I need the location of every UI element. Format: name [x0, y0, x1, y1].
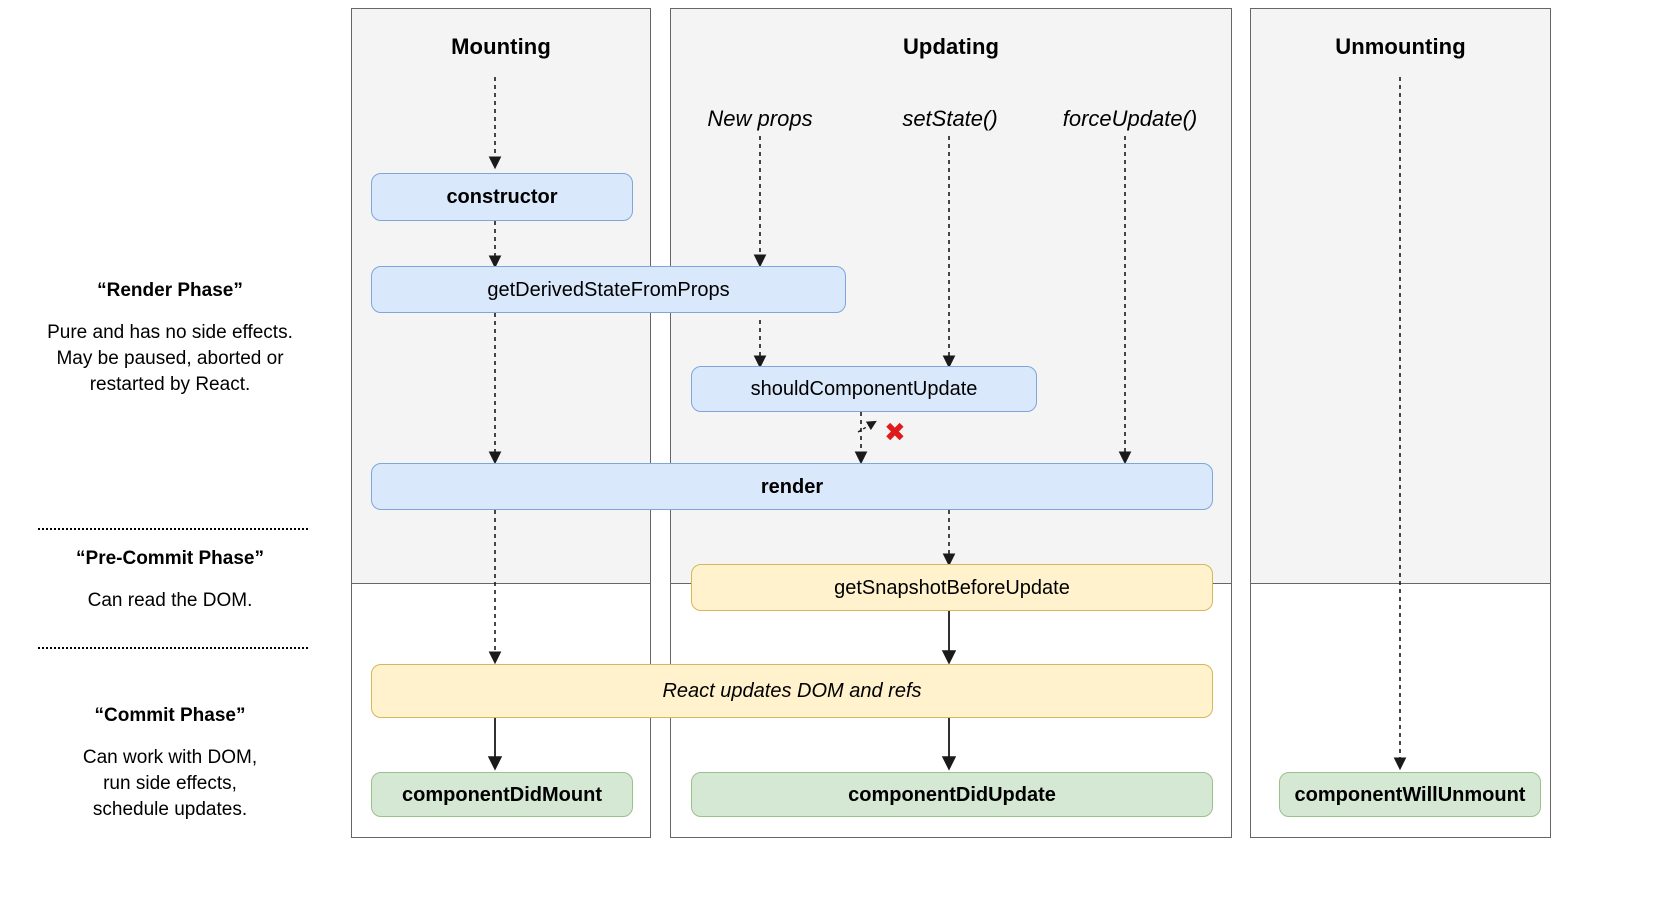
lane-unmounting — [1250, 8, 1551, 838]
skip-update-x-icon: ✖ — [884, 418, 906, 448]
phase-name-pre-commit: “Pre-Commit Phase” — [76, 548, 264, 569]
phase-block-pre-commit: “Pre-Commit Phase” Can read the DOM. — [5, 548, 335, 614]
phase-desc-commit: Can work with DOM,run side effects,sched… — [82, 747, 258, 820]
node-should-component-update[interactable]: shouldComponentUpdate — [691, 366, 1037, 412]
phase-divider-bottom — [38, 647, 308, 649]
phase-name-commit: “Commit Phase” — [94, 705, 246, 726]
lane-title-mounting: Mounting — [451, 34, 551, 59]
trigger-set-state: setState() — [902, 106, 998, 131]
node-get-snapshot-before-update[interactable]: getSnapshotBeforeUpdate — [691, 564, 1213, 611]
node-component-will-unmount[interactable]: componentWillUnmount — [1279, 772, 1541, 817]
phase-divider-top — [38, 528, 308, 530]
lane-title-unmounting: Unmounting — [1335, 34, 1466, 59]
lane-unmounting-commit-divider — [1250, 583, 1551, 584]
node-component-did-mount[interactable]: componentDidMount — [371, 772, 633, 817]
trigger-force-update: forceUpdate() — [1062, 106, 1198, 131]
phase-desc-pre-commit: Can read the DOM. — [87, 590, 253, 611]
phase-block-render: “Render Phase” Pure and has no side effe… — [5, 280, 335, 398]
trigger-new-props: New props — [707, 106, 813, 131]
node-constructor[interactable]: constructor — [371, 173, 633, 221]
node-react-updates-dom-and-refs[interactable]: React updates DOM and refs — [371, 664, 1213, 718]
phase-name-render: “Render Phase” — [97, 280, 243, 301]
node-component-did-update[interactable]: componentDidUpdate — [691, 772, 1213, 817]
node-render[interactable]: render — [371, 463, 1213, 510]
lane-title-updating: Updating — [902, 34, 1000, 59]
phase-block-commit: “Commit Phase” Can work with DOM,run sid… — [5, 705, 335, 823]
phase-desc-render: Pure and has no side effects.May be paus… — [47, 322, 293, 395]
lane-mounting-commit-divider — [351, 583, 651, 584]
node-get-derived-state-from-props[interactable]: getDerivedStateFromProps — [371, 266, 846, 313]
